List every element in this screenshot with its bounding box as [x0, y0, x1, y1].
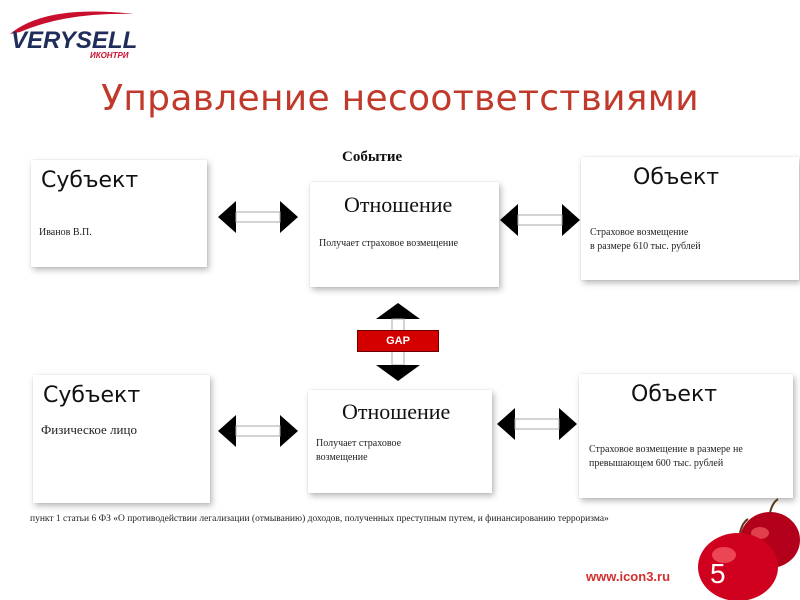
double-arrow-icon	[500, 204, 580, 236]
bottom-subject-card: Субъект Физическое лицо	[33, 375, 210, 503]
logo-swoosh	[10, 11, 134, 34]
bottom-subject-text: Физическое лицо	[41, 422, 137, 437]
top-object-card: Объект Страховое возмещение в размере 61…	[581, 157, 799, 280]
apples-image	[698, 498, 800, 600]
bottom-relation-heading: Отношение	[342, 399, 451, 424]
top-relation-heading: Отношение	[344, 192, 453, 217]
top-object-text-1: Страховое возмещение	[590, 227, 689, 238]
event-label: Событие	[342, 149, 403, 165]
top-relation-text: Получает страховое возмещение	[319, 238, 459, 249]
page-title: Управление несоответствиями	[101, 78, 699, 119]
bottom-relation-text-1: Получает страховое	[316, 438, 402, 449]
bottom-object-heading: Объект	[631, 382, 718, 407]
double-arrow-icon	[218, 201, 298, 233]
top-subject-text: Иванов В.П.	[39, 227, 92, 238]
page-number: 5	[710, 558, 726, 589]
footer-url[interactable]: www.icon3.ru	[586, 569, 671, 584]
logo-brand: VERYSELL	[11, 27, 136, 54]
bottom-object-text-2: превышающем 600 тыс. рублей	[589, 458, 724, 469]
top-object-heading: Объект	[633, 165, 720, 190]
bottom-subject-heading: Субъект	[43, 383, 141, 408]
double-arrow-icon	[218, 415, 298, 447]
logo-sub: ИКОНТРИ	[90, 51, 129, 60]
footnote: пункт 1 статьи 6 ФЗ «О противодействии л…	[30, 514, 609, 524]
double-arrow-icon	[497, 408, 577, 440]
gap-button[interactable]: GAP	[357, 330, 439, 352]
top-relation-card: Отношение Получает страховое возмещение	[310, 182, 499, 287]
top-subject-card: Субъект Иванов В.П.	[31, 160, 207, 267]
bottom-object-card: Объект Страховое возмещение в размере не…	[579, 374, 793, 498]
bottom-relation-text-2: возмещение	[316, 452, 368, 463]
top-object-text-2: в размере 610 тыс. рублей	[590, 241, 701, 252]
top-subject-heading: Субъект	[41, 168, 139, 193]
verysell-logo: VERYSELL ИКОНТРИ	[10, 11, 136, 60]
bottom-relation-card: Отношение Получает страховое возмещение	[308, 390, 492, 493]
bottom-object-text-1: Страховое возмещение в размере не	[589, 444, 743, 455]
